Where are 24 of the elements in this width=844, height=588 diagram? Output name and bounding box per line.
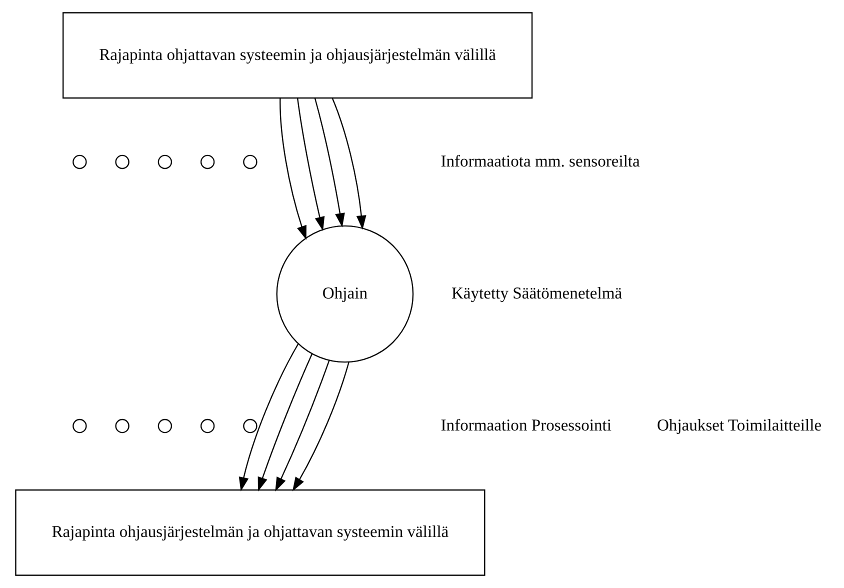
node-circle xyxy=(157,418,172,434)
node-box: Rajapinta ohjattavan systeemin ja ohjausjärjestelmän välillä xyxy=(62,12,532,99)
arrow xyxy=(238,344,298,492)
label: Informaation Prosessointi xyxy=(440,415,611,434)
arrow xyxy=(314,98,344,228)
label: Informaatiota mm. sensoreilta xyxy=(440,151,640,170)
label: Käytetty Säätömenetelmä xyxy=(450,283,622,302)
arrow xyxy=(331,98,366,230)
node-circle xyxy=(157,154,172,170)
arrow xyxy=(296,98,324,232)
label: Ohjaukset Toimilaitteille xyxy=(656,415,822,434)
node-box: Rajapinta ohjausjärjestelmän ja ohjattavan systeemin välillä xyxy=(14,489,485,576)
arrow xyxy=(257,354,312,492)
arrow xyxy=(292,362,349,492)
node-circle xyxy=(114,154,129,170)
node-circle xyxy=(200,418,214,434)
arrow xyxy=(279,98,306,240)
arrow xyxy=(274,360,330,492)
node-circle xyxy=(242,418,257,434)
node-circle xyxy=(72,418,86,434)
node-circle xyxy=(114,418,129,434)
node-circle xyxy=(72,154,86,170)
node-circle xyxy=(200,154,214,170)
node-circle xyxy=(242,154,257,170)
